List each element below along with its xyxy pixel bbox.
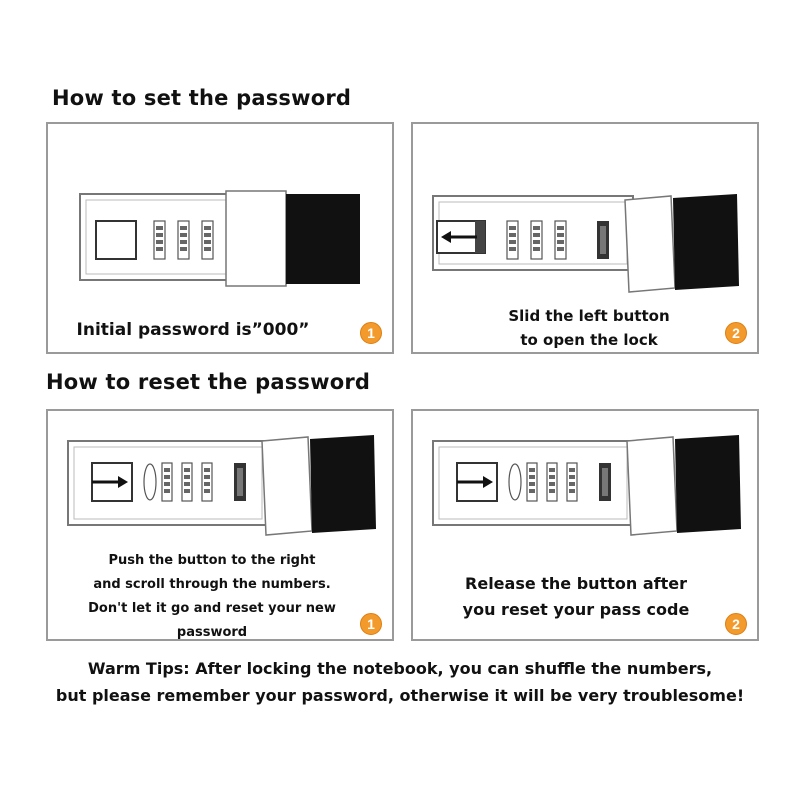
- panel-reset-step-1-caption: Push the button to the right and scroll …: [52, 549, 372, 645]
- lock-illustration: [432, 194, 739, 293]
- reset-password-heading: How to reset the password: [46, 370, 371, 394]
- warm-tips: Warm Tips: After locking the notebook, y…: [0, 655, 800, 709]
- lock-illustration: [432, 435, 741, 536]
- panel-set-step-2: Slid the left button to open the lock 2: [411, 122, 759, 354]
- panel-set-step-2-caption: Slid the left button to open the lock: [469, 304, 709, 352]
- warm-tips-line: Warm Tips: After locking the notebook, y…: [87, 659, 713, 678]
- arrow-right-icon: [457, 476, 493, 488]
- panel-set-step-1: Initial password is”000” 1: [46, 122, 394, 354]
- step-badge: 1: [360, 613, 382, 635]
- warm-tips-line: but please remember your password, other…: [55, 686, 745, 705]
- panel-reset-step-2-caption: Release the button after you reset your …: [433, 571, 719, 623]
- step-badge: 1: [360, 322, 382, 344]
- caption-line: Release the button after: [465, 574, 687, 593]
- lock-illustration: [79, 190, 360, 287]
- set-password-heading: How to set the password: [52, 86, 352, 110]
- panel-reset-step-1: Push the button to the right and scroll …: [46, 409, 394, 641]
- caption-line: you reset your pass code: [462, 600, 690, 619]
- step-badge: 2: [725, 322, 747, 344]
- panel-reset-step-2: Release the button after you reset your …: [411, 409, 759, 641]
- arrow-right-icon: [92, 476, 128, 488]
- step-badge: 2: [725, 613, 747, 635]
- lock-illustration: [67, 435, 376, 536]
- caption-line: and scroll through the numbers.: [93, 577, 331, 592]
- arrow-left-icon: [441, 231, 477, 243]
- caption-line: Slid the left button: [508, 307, 670, 325]
- panel-set-step-1-caption: Initial password is”000”: [76, 320, 310, 340]
- caption-line: to open the lock: [520, 331, 658, 349]
- caption-line: Push the button to the right: [108, 553, 316, 568]
- caption-line: Don't let it go and reset your new passw…: [88, 601, 336, 640]
